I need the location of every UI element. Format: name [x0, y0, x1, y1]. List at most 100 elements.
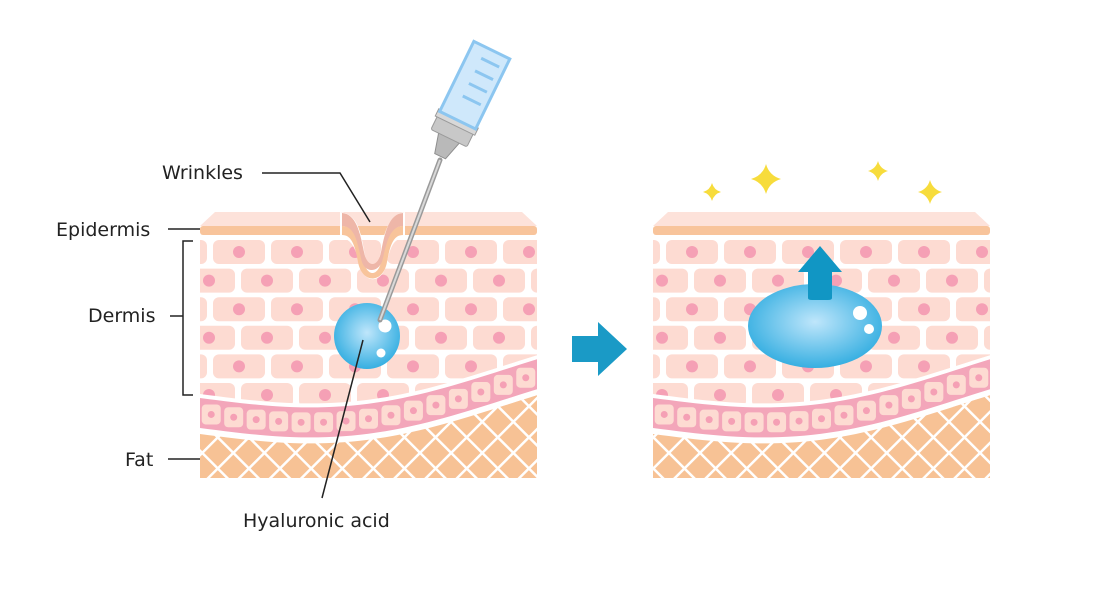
dermis-cell: [898, 240, 950, 264]
dermis-cell: [445, 240, 497, 264]
dermis-cell: [868, 268, 920, 293]
basal-cell: [314, 412, 334, 433]
basal-cell: [403, 400, 423, 421]
sparkle-icon: [918, 180, 942, 204]
dermis-cell: [666, 297, 718, 322]
skin-panel-before: [200, 240, 537, 478]
dermis-cell: [926, 268, 978, 293]
dermis-cell: [653, 297, 660, 322]
basal-cell: [946, 374, 966, 395]
dermis-cell: [531, 268, 537, 293]
basal-cell: [381, 405, 401, 426]
dermis-cell: [724, 240, 776, 264]
dermis-cell: [445, 297, 497, 322]
dermis-cell: [200, 297, 207, 322]
right-arrow-icon: [572, 322, 627, 376]
fat-layer: [200, 395, 537, 478]
dermis-cell: [984, 325, 990, 350]
epidermis-band-before: [200, 226, 537, 235]
dermis-cell: [898, 297, 950, 322]
dermis-cell: [387, 297, 439, 322]
sparkle-icon: [703, 183, 721, 201]
basal-cell: [291, 412, 311, 433]
syringe: [377, 39, 512, 323]
dermis-cell: [984, 383, 990, 407]
basal-cell: [224, 407, 244, 428]
dermis-cell: [503, 297, 537, 322]
dermis-cell: [213, 297, 265, 322]
dermis-cell: [531, 325, 537, 350]
basal-cell: [269, 411, 289, 432]
dermis-cell: [984, 268, 990, 293]
sparkle-icon: [868, 161, 888, 181]
label-fat: Fat: [125, 449, 153, 471]
dermis-cell: [694, 325, 746, 350]
labels: [168, 172, 371, 499]
wrinkle: [340, 212, 405, 280]
dermis-cell: [473, 268, 525, 293]
basal-cell: [359, 408, 378, 429]
basal-cell: [969, 367, 989, 388]
label-hyaluronic-acid: Hyaluronic acid: [243, 510, 390, 532]
dermis-cell: [415, 268, 467, 293]
basal-cell: [246, 409, 266, 430]
dermis-cell: [840, 240, 892, 264]
basal-cell: [924, 382, 944, 403]
basal-cell: [879, 395, 899, 416]
skin-surface-after: [653, 212, 990, 226]
basal-cell: [201, 404, 221, 425]
label-epidermis: Epidermis: [56, 219, 150, 241]
dermis-cell: [299, 268, 351, 293]
hyaluronic-acid-drop-before: [334, 303, 400, 369]
dermis-cell: [653, 325, 688, 350]
dermis-cell: [271, 354, 323, 379]
dermis-cell: [213, 354, 265, 379]
dermis-cell: [503, 240, 537, 264]
dermis-cell: [213, 240, 265, 264]
label-dermis: Dermis: [88, 305, 155, 327]
dermis-cell: [752, 268, 804, 293]
dermis-cell: [200, 268, 235, 293]
dermis-cell: [415, 325, 467, 350]
dermis-cell: [724, 354, 776, 379]
dermis-cell: [653, 354, 660, 379]
basal-cell: [789, 411, 809, 432]
dermis-cell: [200, 354, 207, 379]
dermis-cell: [926, 325, 978, 350]
dermis-cell: [666, 354, 718, 379]
dermis-cell: [200, 325, 235, 350]
dermis-cell: [956, 240, 990, 264]
basal-cell: [448, 388, 468, 409]
basal-cell: [426, 395, 446, 416]
fat-layer: [653, 395, 990, 478]
basal-cell: [812, 408, 831, 429]
basal-cell: [654, 404, 674, 425]
basal-cell: [834, 405, 854, 426]
dermis-cell: [241, 268, 293, 293]
dermis-cell: [241, 325, 293, 350]
basal-cell: [722, 411, 742, 432]
dermis-cell: [653, 240, 660, 264]
dermis-cell: [271, 240, 323, 264]
dermis-cell: [694, 268, 746, 293]
basal-cell: [516, 367, 536, 388]
dermis-cell: [271, 297, 323, 322]
up-arrow-icon: [798, 246, 842, 300]
skin-panel-after: [653, 240, 990, 478]
epidermis-band-after: [653, 226, 990, 235]
dermis-cell: [387, 240, 439, 264]
basal-cell: [677, 407, 697, 428]
basal-cell: [699, 409, 719, 430]
dermis-cell: [531, 383, 537, 407]
basal-cell: [493, 374, 513, 395]
dermis-cell: [666, 240, 718, 264]
basal-cell: [744, 412, 764, 433]
dermis-cell: [956, 297, 990, 322]
hyaluronic-acid-drop-after: [748, 284, 882, 368]
dermis-cell: [200, 240, 207, 264]
dermis-cell: [387, 354, 439, 379]
basal-cell: [856, 400, 876, 421]
sparkle-icon: [751, 164, 781, 194]
dermis-cell: [473, 325, 525, 350]
